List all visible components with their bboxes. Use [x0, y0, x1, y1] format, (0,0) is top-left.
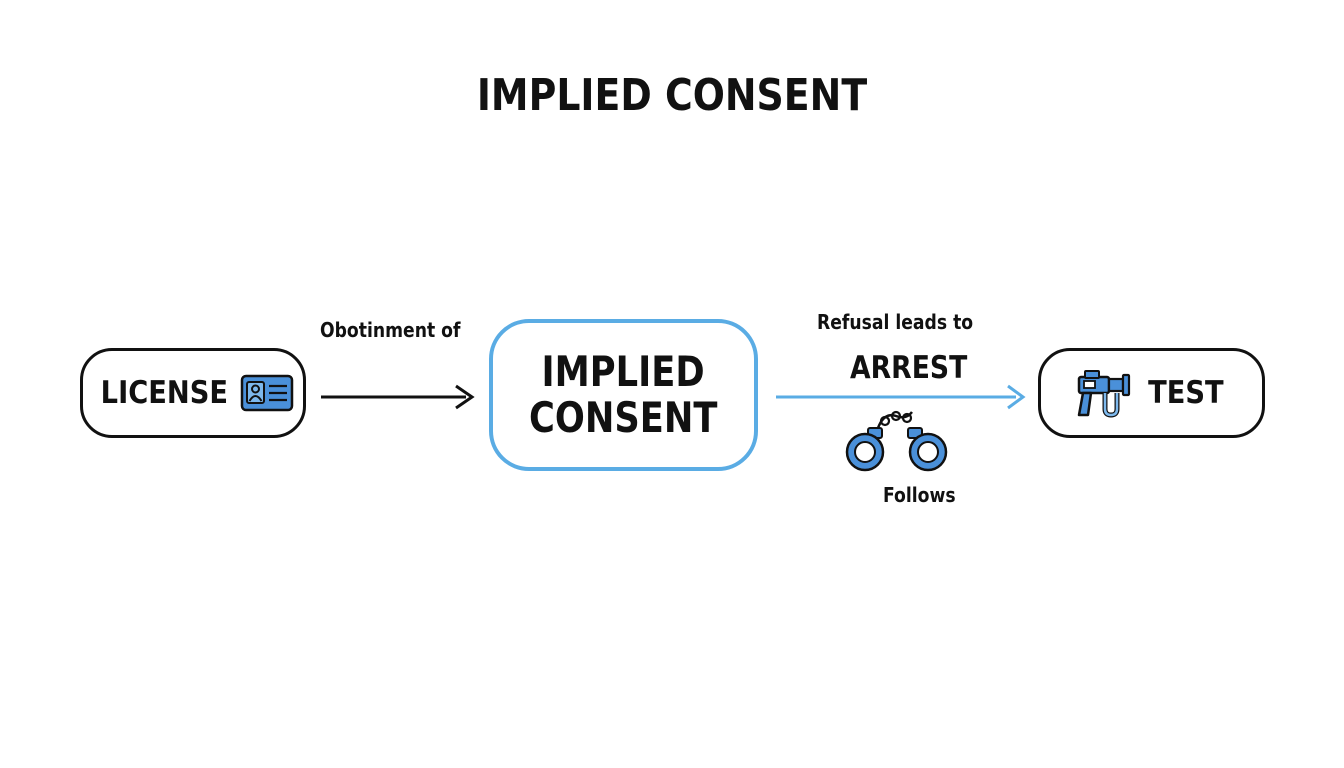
diagram-title: IMPLIED CONSENT	[476, 70, 868, 121]
edge-label-follows: Follows	[883, 483, 956, 507]
test-node: TEST	[1038, 348, 1265, 438]
edge-label-arrest: ARREST	[850, 350, 968, 386]
edge-label-refusal: Refusal leads to	[817, 310, 974, 334]
license-label: LICENSE	[100, 375, 228, 411]
center-label-line1: IMPLIED	[541, 347, 706, 396]
implied-consent-node: IMPLIED CONSENT	[489, 319, 758, 471]
handcuffs-icon	[845, 410, 948, 472]
license-node: LICENSE	[80, 348, 306, 438]
test-label: TEST	[1147, 375, 1224, 411]
center-label-line2: CONSENT	[529, 393, 718, 442]
edge-label-obtainment: Obotinment of	[320, 318, 461, 342]
breathalyzer-icon	[1077, 370, 1130, 418]
id-card-icon	[241, 374, 294, 412]
arrow-license-to-center	[321, 384, 475, 410]
arrow-center-to-test	[776, 384, 1026, 410]
